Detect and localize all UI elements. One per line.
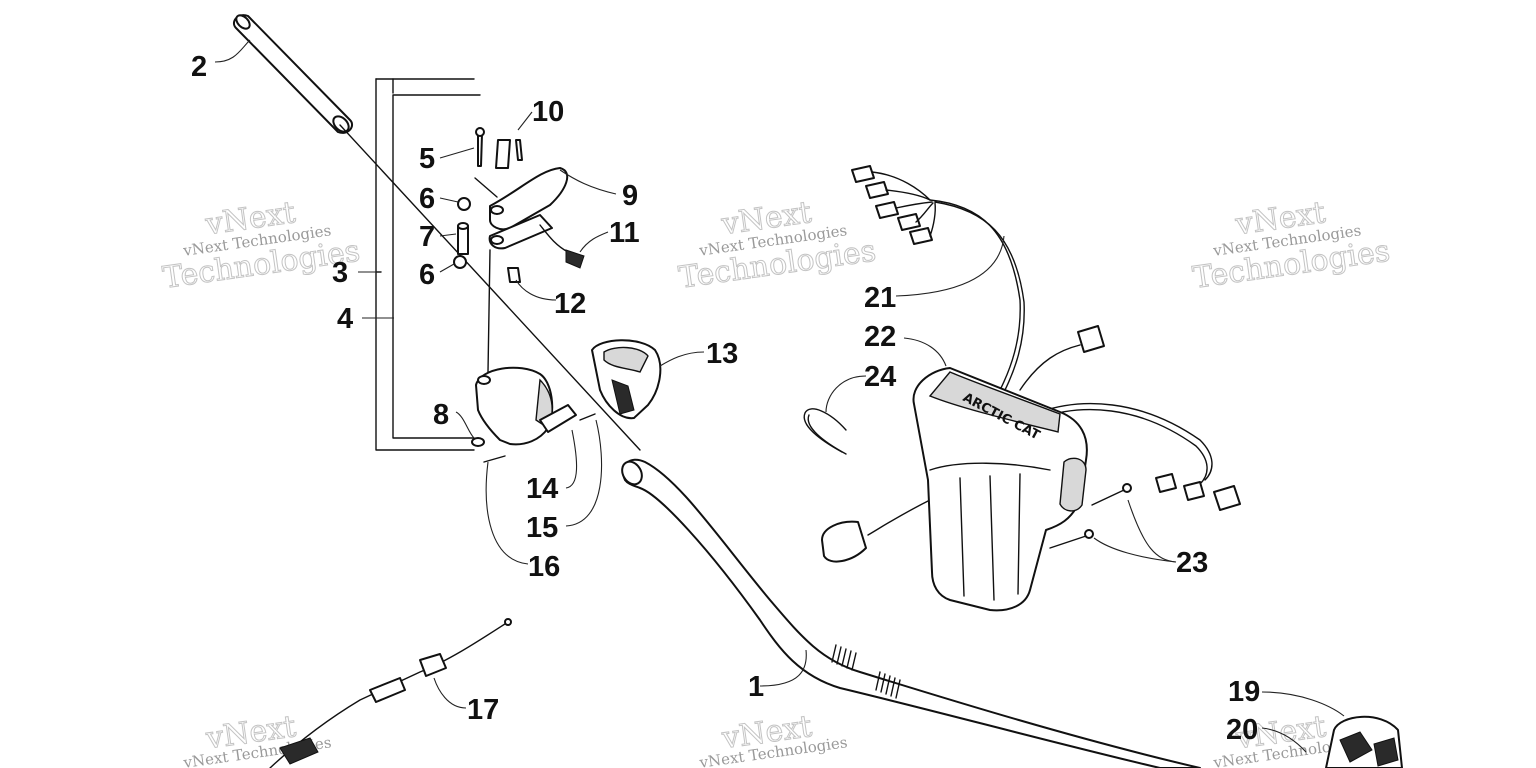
throttle-housing — [471, 366, 596, 463]
callout-9: 9 — [622, 180, 638, 212]
callout-22: 22 — [864, 321, 896, 353]
switch-housing — [591, 339, 662, 420]
callout-24: 24 — [864, 361, 896, 393]
watermark-bottom-left: vNext vNext Technologies — [181, 709, 332, 768]
callout-7: 7 — [419, 221, 435, 253]
handlebar-part — [621, 458, 1201, 768]
callout-23: 23 — [1176, 547, 1208, 579]
knurl-band-1 — [831, 644, 857, 671]
callout-11: 11 — [609, 217, 640, 249]
callout-10: 10 — [532, 96, 564, 128]
callout-labels: 1 2 3 4 5 6 6 7 8 9 10 11 12 13 14 15 16… — [191, 51, 1260, 746]
kit-bracket-4 — [392, 94, 481, 439]
watermark-left: vNext vNext Technologies Technologies — [160, 195, 362, 297]
callout-16: 16 — [528, 551, 560, 583]
screws-23 — [1049, 483, 1132, 549]
callout-19: 19 — [1228, 676, 1260, 708]
control-pod: ARCTIC CAT — [912, 367, 1088, 612]
callout-12: 12 — [554, 288, 586, 320]
throttle-cable — [269, 618, 512, 768]
lever-assembly — [453, 127, 585, 373]
callout-14: 14 — [526, 473, 558, 505]
watermark-bottom-center: vNext vNext Technologies — [697, 709, 848, 768]
knurl-band-2 — [875, 671, 901, 699]
callout-20: 20 — [1226, 714, 1258, 746]
callout-13: 13 — [706, 338, 738, 370]
callout-17: 17 — [467, 694, 499, 726]
callout-3: 3 — [332, 257, 348, 289]
callout-5: 5 — [419, 143, 435, 175]
right-switch — [1325, 715, 1403, 768]
callout-2: 2 — [191, 51, 207, 83]
watermark-center: vNext vNext Technologies Technologies — [676, 195, 878, 297]
callout-21: 21 — [864, 282, 896, 314]
callout-6-upper: 6 — [419, 183, 435, 215]
callout-4: 4 — [337, 303, 353, 335]
callout-6-lower: 6 — [419, 259, 435, 291]
callout-15: 15 — [526, 512, 558, 544]
callout-1: 1 — [748, 671, 764, 703]
watermark-right: vNext vNext Technologies Technologies — [1190, 195, 1392, 297]
leader-lines — [214, 39, 1345, 753]
callout-8: 8 — [433, 399, 449, 431]
clamp-ring — [803, 408, 847, 455]
wiring-harness — [821, 165, 1241, 563]
